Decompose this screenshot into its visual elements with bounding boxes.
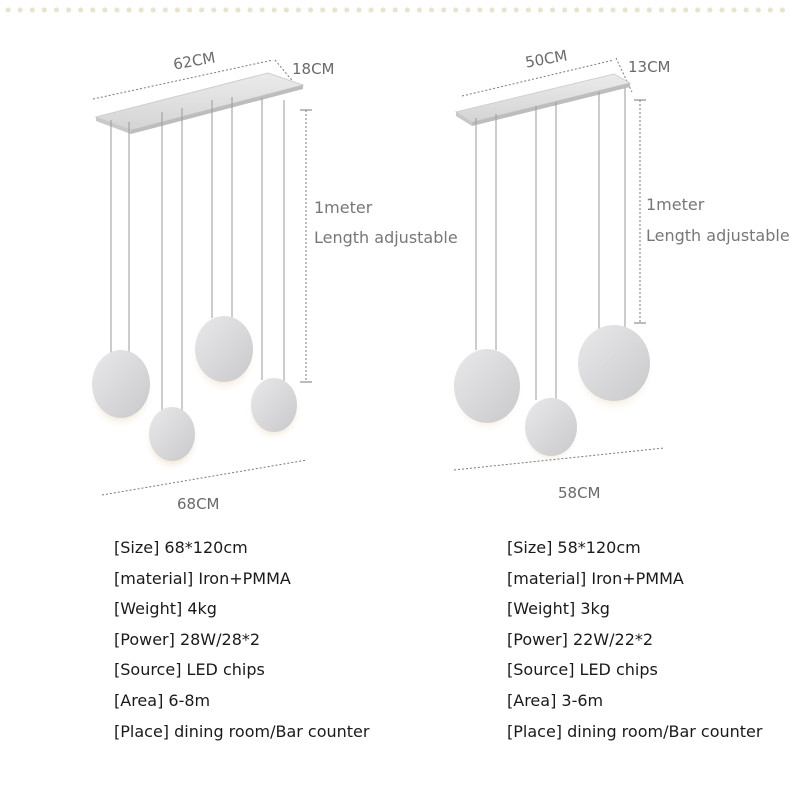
left-cord-length-label: 1meter: [314, 198, 373, 217]
left-spec-size: [Size] 68*120cm: [114, 538, 248, 557]
left-spec-list: [Size] 68*120cm [material] Iron+PMMA [We…: [114, 533, 434, 747]
right-disc-3: [578, 325, 650, 401]
right-spec-list: [Size] 58*120cm [material] Iron+PMMA [We…: [507, 533, 797, 747]
right-spec-source: [Source] LED chips: [507, 660, 658, 680]
right-spec-power: [Power] 22W/22*2: [507, 629, 654, 649]
right-canopy: [454, 73, 632, 123]
right-disc-2: [525, 398, 577, 456]
left-spec-place: [Place] dining room/Bar counter: [114, 721, 370, 741]
left-disc-2: [149, 407, 195, 461]
left-spec-weight: [Weight] 4kg: [114, 599, 217, 619]
right-spec-size: [Size] 58*120cm: [507, 538, 641, 557]
left-spec-source: [Source] LED chips: [114, 660, 265, 680]
top-dotted-border: [5, 7, 795, 13]
right-depth-label: 13CM: [628, 58, 671, 76]
left-spec-material: [material] Iron+PMMA: [114, 568, 291, 588]
right-spec-weight: [Weight] 3kg: [507, 599, 610, 619]
right-cord-length-label: 1meter: [646, 195, 705, 214]
right-cord-note-label: Length adjustable: [646, 226, 790, 245]
right-spread-dimension-line: [453, 447, 665, 471]
left-length-dimension-line: [92, 59, 274, 100]
right-lamp-illustration: [451, 57, 665, 471]
right-spread-label: 58CM: [558, 484, 601, 502]
left-spec-area: [Area] 6-8m: [114, 690, 211, 710]
left-disc-1: [92, 350, 150, 418]
left-disc-3: [195, 316, 253, 382]
right-spec-area: [Area] 3-6m: [507, 690, 604, 710]
right-disc-1: [454, 349, 520, 423]
right-spec-material: [material] Iron+PMMA: [507, 568, 684, 588]
left-spread-dimension-line: [101, 459, 308, 496]
left-disc-4: [251, 378, 297, 432]
left-cord-note-label: Length adjustable: [314, 228, 458, 247]
left-spec-power: [Power] 28W/28*2: [114, 629, 261, 649]
left-depth-label: 18CM: [292, 60, 335, 78]
right-spec-place: [Place] dining room/Bar counter: [507, 721, 763, 741]
left-lamp-illustration: [88, 59, 312, 496]
left-spread-label: 68CM: [177, 495, 220, 513]
